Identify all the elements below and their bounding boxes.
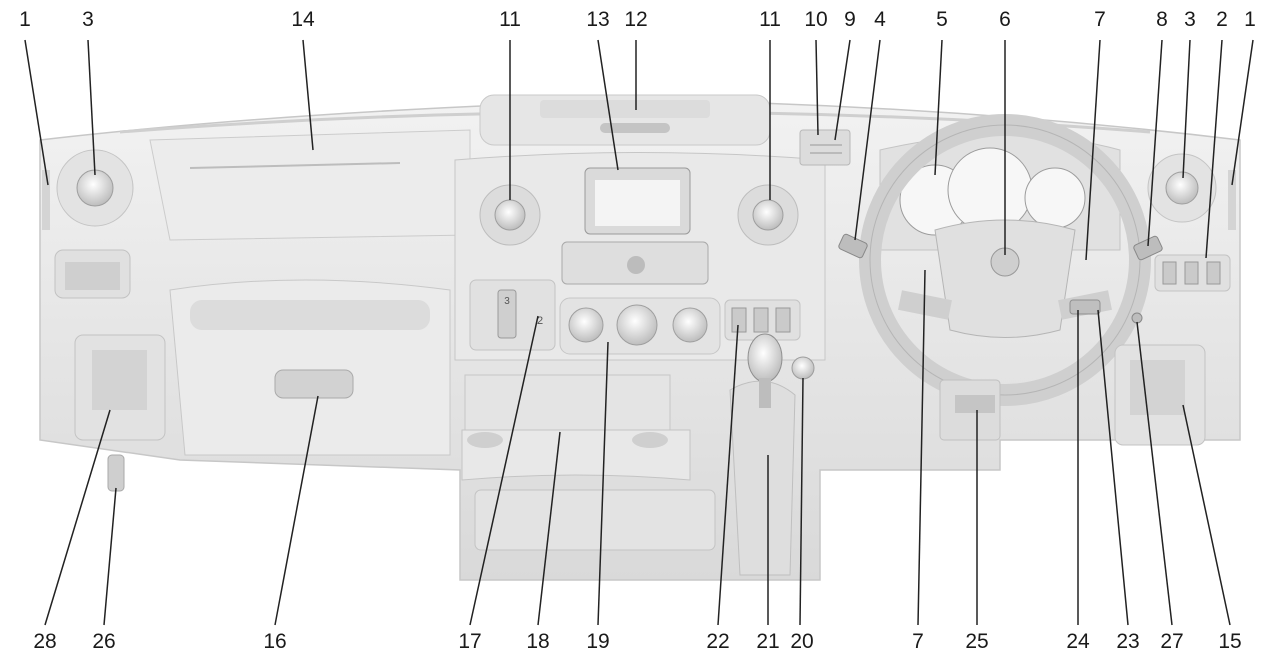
callout-11-left: 11 bbox=[499, 8, 521, 31]
passenger-airbag bbox=[149, 129, 471, 241]
callout-14: 14 bbox=[291, 8, 315, 31]
callout-17: 17 bbox=[458, 630, 482, 653]
callout-7-bottom: 7 bbox=[912, 630, 924, 653]
callout-3-right: 3 bbox=[1184, 8, 1196, 31]
callout-12: 12 bbox=[624, 8, 648, 31]
callout-9: 9 bbox=[844, 8, 856, 31]
callout-22: 22 bbox=[706, 630, 730, 653]
callout-15: 15 bbox=[1218, 630, 1242, 653]
speedometer bbox=[947, 147, 1033, 233]
callout-7-top: 7 bbox=[1094, 8, 1106, 31]
gear-boot bbox=[729, 380, 796, 576]
callout-10: 10 bbox=[804, 8, 828, 31]
callout-8: 8 bbox=[1156, 8, 1168, 31]
fuel-gauge bbox=[1024, 167, 1086, 229]
callout-1-right: 1 bbox=[1244, 8, 1256, 31]
callout-3-left: 3 bbox=[82, 8, 94, 31]
callout-25: 25 bbox=[965, 630, 989, 653]
callout-21: 21 bbox=[756, 630, 780, 653]
switch-number-2: 2 bbox=[537, 315, 543, 327]
callout-11-right: 11 bbox=[759, 8, 781, 31]
gear-knob bbox=[747, 333, 783, 383]
callout-5: 5 bbox=[936, 8, 948, 31]
callout-4: 4 bbox=[874, 8, 886, 31]
switch-number-3: 3 bbox=[504, 296, 510, 307]
callout-1-left: 1 bbox=[19, 8, 31, 31]
callout-2: 2 bbox=[1216, 8, 1228, 31]
callout-28: 28 bbox=[33, 630, 57, 653]
callout-18: 18 bbox=[526, 630, 550, 653]
callout-19: 19 bbox=[586, 630, 610, 653]
callout-24: 24 bbox=[1066, 630, 1090, 653]
callout-23: 23 bbox=[1116, 630, 1140, 653]
steering-hub bbox=[934, 219, 1076, 338]
callout-6: 6 bbox=[999, 8, 1011, 31]
callout-27: 27 bbox=[1160, 630, 1184, 653]
leader-lines bbox=[24, 39, 1254, 626]
callout-16: 16 bbox=[263, 630, 287, 653]
callout-20: 20 bbox=[790, 630, 814, 653]
callout-13: 13 bbox=[586, 8, 610, 31]
callout-26: 26 bbox=[92, 630, 116, 653]
